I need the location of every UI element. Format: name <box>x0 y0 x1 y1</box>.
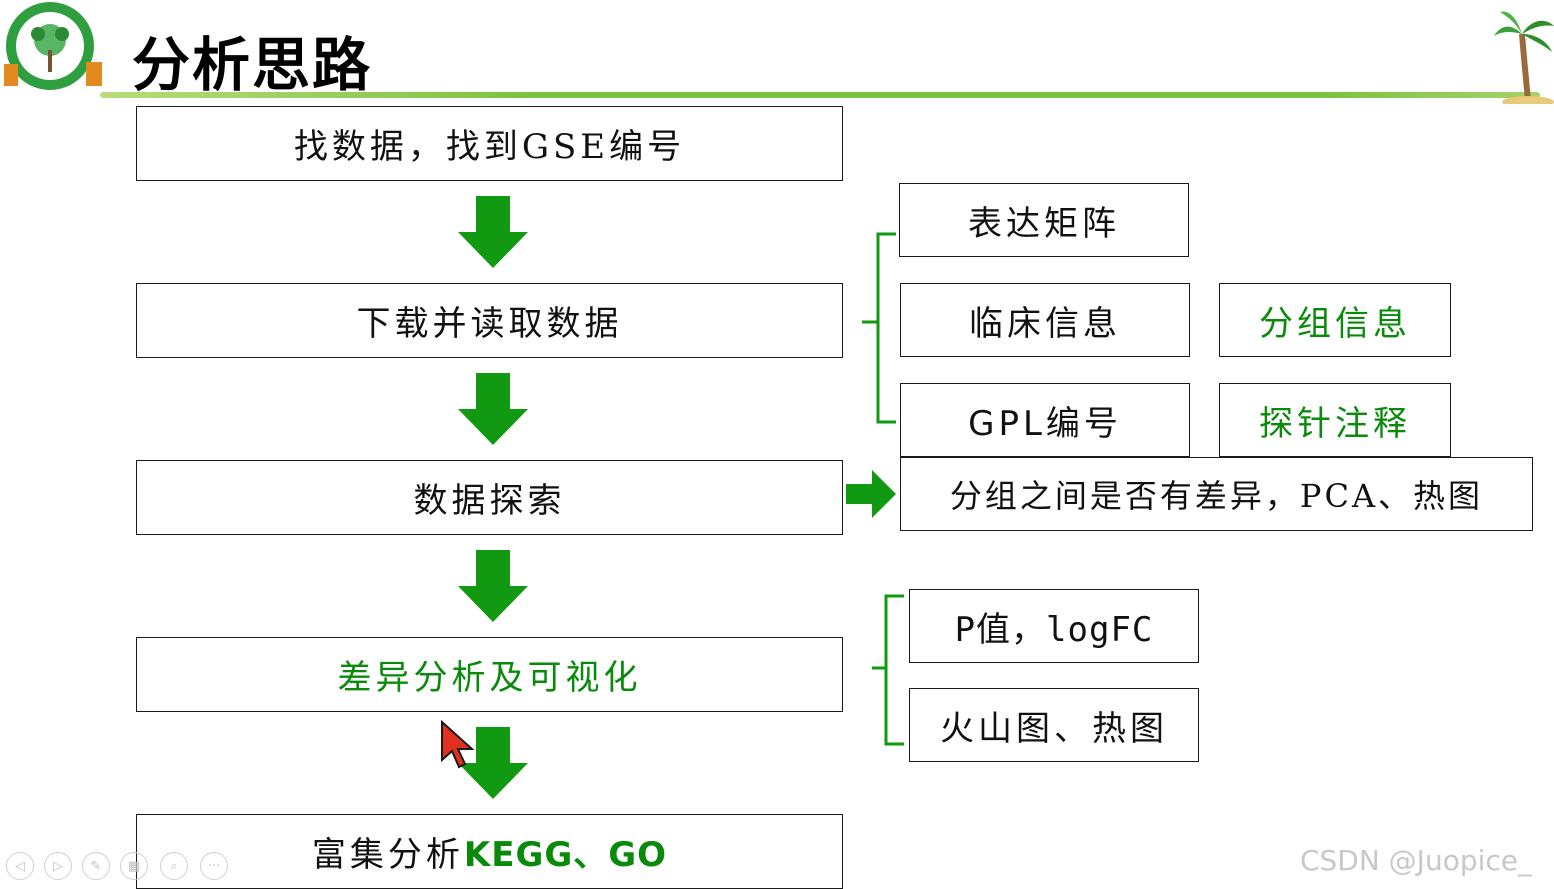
logo <box>0 0 108 92</box>
arrow-right <box>846 470 896 518</box>
zoom-icon[interactable]: ⌕ <box>160 852 188 880</box>
brace-diff <box>872 594 904 746</box>
volcano-heatmap-box: 火山图、热图 <box>909 688 1199 762</box>
logo-tree-icon <box>4 2 102 90</box>
gpl-id-box: GPL编号 <box>900 383 1190 457</box>
arrow-down-3 <box>458 550 528 622</box>
grid-icon[interactable]: ▦ <box>120 852 148 880</box>
arrow-down-4 <box>458 727 528 799</box>
step-enrichment-suffix: KEGG、GO <box>463 835 668 875</box>
step-download-read: 下载并读取数据 <box>136 283 843 358</box>
arrow-down-2 <box>458 373 528 445</box>
more-icon[interactable]: ··· <box>200 852 228 880</box>
step-enrichment-prefix: 富集分析 <box>311 835 464 875</box>
watermark: CSDN @Juopice_ <box>1299 844 1532 877</box>
arrow-down-1 <box>458 196 528 268</box>
explore-result-box: 分组之间是否有差异，PCA、热图 <box>900 457 1533 531</box>
pen-icon[interactable]: ✎ <box>82 852 110 880</box>
clinical-info-box: 临床信息 <box>900 283 1190 357</box>
expression-matrix-box: 表达矩阵 <box>899 183 1189 257</box>
step-explore: 数据探索 <box>136 460 843 535</box>
header-divider <box>100 92 1540 98</box>
pvalue-logfc-box: P值，logFC <box>909 589 1199 663</box>
page-title: 分析思路 <box>132 31 373 99</box>
brace-download <box>862 232 896 424</box>
step-diff-analysis: 差异分析及可视化 <box>136 637 843 712</box>
next-icon[interactable]: ▷ <box>44 852 72 880</box>
step-find-data: 找数据，找到GSE编号 <box>136 106 843 181</box>
palm-tree-icon <box>1492 4 1554 108</box>
probe-annotation-box: 探针注释 <box>1219 383 1451 457</box>
group-info-box: 分组信息 <box>1219 283 1451 357</box>
prev-icon[interactable]: ◁ <box>6 852 34 880</box>
cursor-icon <box>441 720 475 769</box>
